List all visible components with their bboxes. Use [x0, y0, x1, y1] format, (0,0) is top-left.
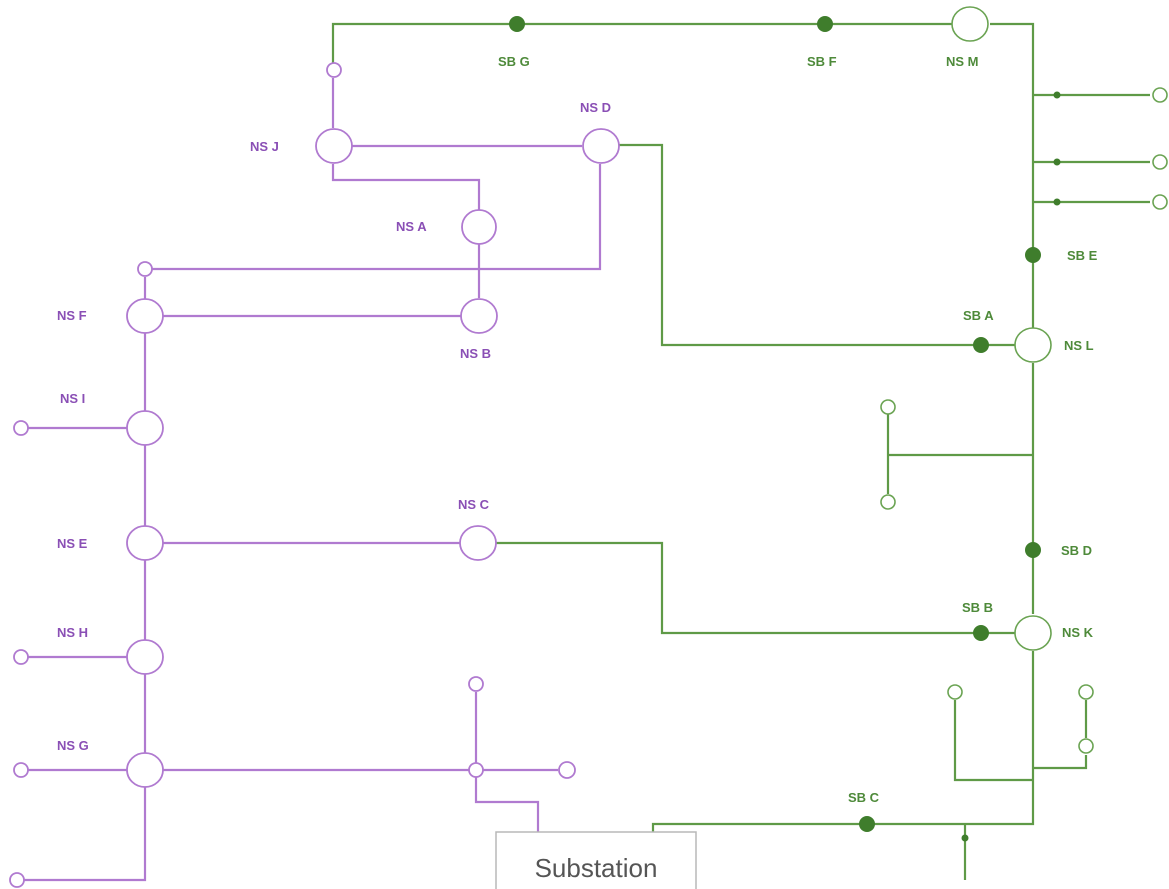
ns-b-label: NS B: [460, 346, 491, 361]
sb-f-breaker[interactable]: [817, 16, 833, 32]
sb-b-breaker[interactable]: [973, 625, 989, 641]
ns-k-node[interactable]: [1014, 615, 1052, 651]
ns-m-node[interactable]: [951, 6, 989, 42]
nsm-branch-3-terminal[interactable]: [1152, 194, 1168, 210]
nsk-lateral-right-mid-terminal[interactable]: [1078, 738, 1094, 754]
sb-a-label: SB A: [963, 308, 994, 323]
main-left-vertical: [24, 277, 147, 882]
bottom-left-terminal[interactable]: [9, 872, 25, 888]
ns-i-node[interactable]: [126, 410, 164, 446]
junction-node[interactable]: [468, 762, 484, 778]
sectionalizer-breakers: [509, 16, 1061, 842]
nsd-down-line: [152, 164, 602, 271]
nsd-to-nsl-line: [619, 143, 1015, 347]
nsh-terminal[interactable]: [13, 649, 29, 665]
ns-l-label: NS L: [1064, 338, 1094, 353]
ns-l-node[interactable]: [1014, 327, 1052, 363]
green-nodes: [880, 6, 1168, 754]
ns-f-label: NS F: [57, 308, 87, 323]
sb-g-breaker[interactable]: [509, 16, 525, 32]
nsf-top-terminal[interactable]: [137, 261, 153, 277]
nsk-lateral-right: [1033, 755, 1088, 770]
branch-dot-2: [1053, 158, 1061, 166]
ns-a-label: NS A: [396, 219, 427, 234]
ns-j-node[interactable]: [315, 128, 353, 164]
nsm-branch-1-terminal[interactable]: [1152, 87, 1168, 103]
green-labels: NS M NS L NS K SB G SB F SB E SB A SB D …: [498, 54, 1098, 805]
sb-d-label: SB D: [1061, 543, 1092, 558]
nsj-to-nsa-line: [331, 164, 481, 210]
sb-a-breaker[interactable]: [973, 337, 989, 353]
lateral-top-terminal[interactable]: [880, 399, 896, 415]
sb-g-label: SB G: [498, 54, 530, 69]
ns-h-node[interactable]: [126, 639, 164, 675]
nsi-terminal[interactable]: [13, 420, 29, 436]
ns-g-label: NS G: [57, 738, 89, 753]
ns-b-node[interactable]: [460, 298, 498, 334]
top-green-line: [331, 22, 955, 70]
junction-right-terminal[interactable]: [558, 761, 576, 779]
sb-d-breaker[interactable]: [1025, 542, 1041, 558]
sb-e-label: SB E: [1067, 248, 1098, 263]
purple-labels: NS J NS D NS A NS B NS F NS I NS E NS C …: [57, 100, 611, 753]
ns-a-node[interactable]: [461, 209, 497, 245]
branch-dot-3: [1053, 198, 1061, 206]
ns-d-label: NS D: [580, 100, 611, 115]
sb-b-label: SB B: [962, 600, 993, 615]
nsk-lateral-left: [953, 700, 1033, 782]
substation[interactable]: Substation: [495, 831, 697, 889]
nsg-terminal[interactable]: [13, 762, 29, 778]
purple-feeder-wires: [24, 78, 602, 882]
substation-box[interactable]: [495, 831, 697, 889]
substation-label: Substation: [535, 853, 658, 883]
ns-d-node[interactable]: [582, 128, 620, 164]
ns-c-label: NS C: [458, 497, 490, 512]
ns-e-label: NS E: [57, 536, 88, 551]
ns-c-node[interactable]: [459, 525, 497, 561]
nsk-lateral-right-top-terminal[interactable]: [1078, 684, 1094, 700]
nsm-branch-2-terminal[interactable]: [1152, 154, 1168, 170]
ns-g-node[interactable]: [126, 752, 164, 788]
junction-to-substation: [474, 770, 540, 832]
ns-h-label: NS H: [57, 625, 88, 640]
nsk-lateral-left-terminal[interactable]: [947, 684, 963, 700]
junction-top-terminal[interactable]: [468, 676, 484, 692]
sb-c-breaker[interactable]: [859, 816, 875, 832]
nsk-to-substation-vertical: [651, 651, 1035, 832]
purple-nodes: [9, 62, 620, 888]
ns-m-label: NS M: [946, 54, 979, 69]
sb-c-label: SB C: [848, 790, 880, 805]
ns-j-label: NS J: [250, 139, 279, 154]
ns-f-node[interactable]: [126, 298, 164, 334]
bottom-drop-dot: [961, 834, 969, 842]
branch-dot-1: [1053, 91, 1061, 99]
lateral-bottom-terminal[interactable]: [880, 494, 896, 510]
ns-i-label: NS I: [60, 391, 85, 406]
ns-k-label: NS K: [1062, 625, 1094, 640]
nsj-top-terminal[interactable]: [326, 62, 342, 78]
top-green-line-right: [990, 22, 1035, 328]
nsc-to-nsk-line: [496, 541, 1015, 635]
ns-e-node[interactable]: [126, 525, 164, 561]
green-feeder-wires: [331, 22, 1150, 880]
sb-f-label: SB F: [807, 54, 837, 69]
sb-e-breaker[interactable]: [1025, 247, 1041, 263]
